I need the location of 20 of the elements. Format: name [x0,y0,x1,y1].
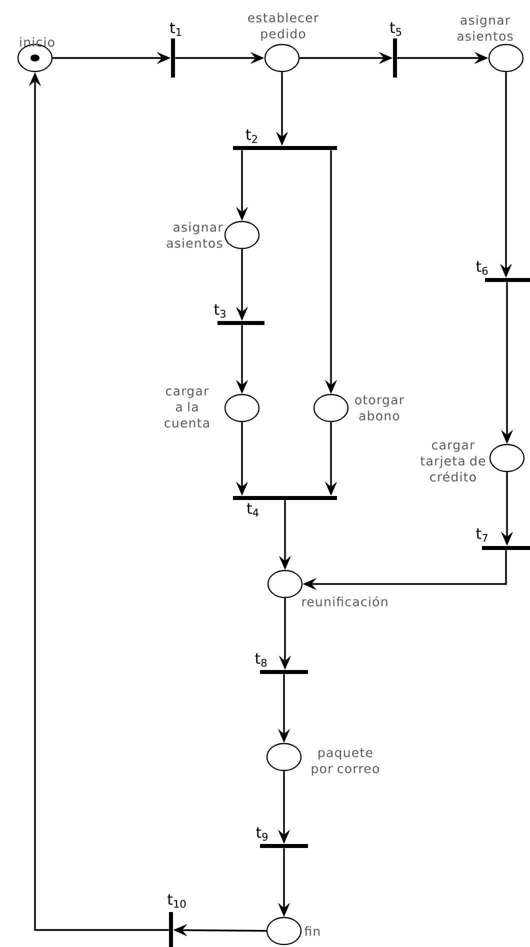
place-label: otorgar abono [355,396,404,420]
place-label: cargar tarjeta de crédito [420,442,486,482]
place-label: fin [304,926,320,936]
transition-label: t$_{9}$ [256,827,268,841]
transition-label: t$_{10}$ [168,894,186,908]
place-label: asignar asientos [166,222,223,248]
place-label: paquete por correo [312,748,379,776]
transition-label: t$_{1}$ [170,22,182,36]
transition-label: t$_{5}$ [390,22,402,36]
place-label: establecer pedido [248,12,319,41]
transition-label: t$_{3}$ [214,304,226,318]
place-label: cargar a la cuenta [164,388,209,428]
transition-label: t$_{6}$ [476,261,488,275]
transition-label: t$_{7}$ [476,528,488,542]
transition-label: t$_{4}$ [246,503,258,516]
place-label: asignar asientos [457,15,513,41]
place-label: inicio [20,37,54,47]
transition-label: t$_{8}$ [255,653,267,667]
transition-label: t$_{2}$ [246,129,257,143]
place-label: reunificación [302,596,388,606]
